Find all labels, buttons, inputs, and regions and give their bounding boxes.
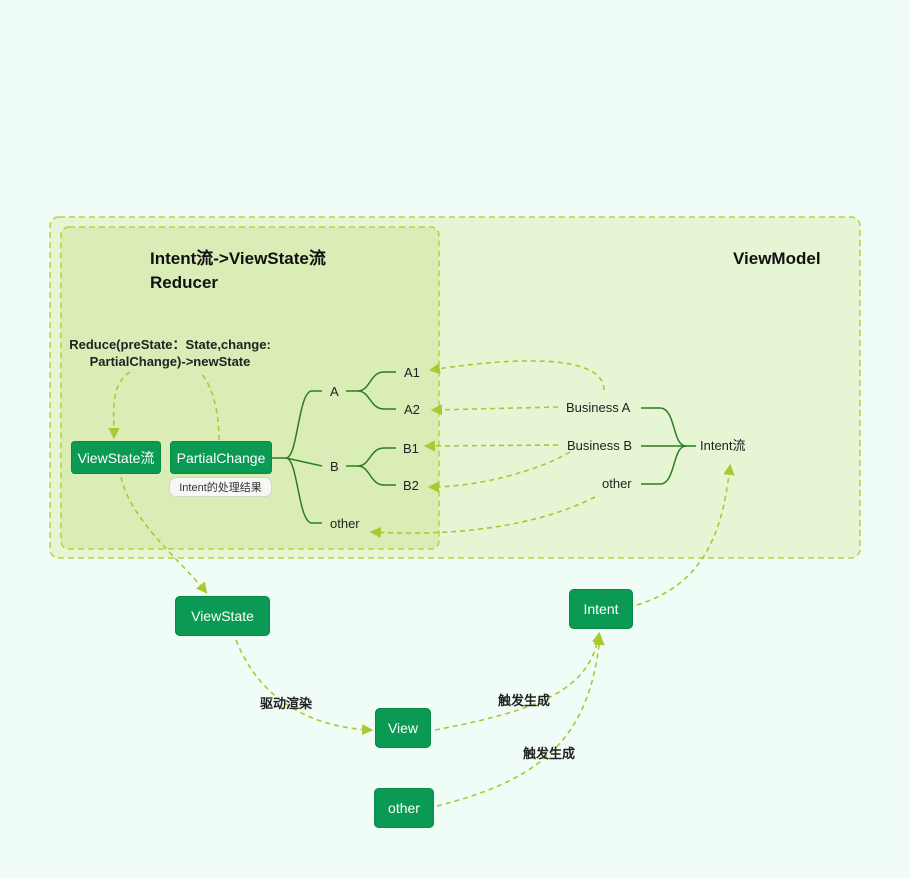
edge-label-trigger-view: 触发生成 [498,693,551,708]
arrow-business-a-to-a1 [428,360,605,391]
dashed-arrows [108,360,735,807]
reduce-signature-line1: Reduce(preState：State,change: [69,337,271,352]
branch-a1: A1 [404,365,420,380]
branch-b1: B1 [403,441,419,456]
viewmodel-title: ViewModel [733,249,821,268]
arrow-business-b-to-b2 [427,451,571,493]
arrow-view-to-intent [434,631,604,731]
business-other: other [602,476,632,491]
arrow-business-a-to-a2 [430,404,559,416]
arrow-other-to-intent [436,633,605,807]
intent-node[interactable]: Intent [569,589,633,629]
other-node[interactable]: other [374,788,434,828]
view-node[interactable]: View [375,708,431,748]
reducer-subtitle: Reducer [150,273,219,292]
branch-b: B [330,459,339,474]
edge-label-drive-render: 驱动渲染 [260,696,313,711]
intent-tree-lines [641,407,696,485]
edge-label-trigger-other: 触发生成 [523,746,576,761]
branch-other: other [330,516,360,531]
reducer-title: Intent流->ViewState流 [150,249,326,268]
branch-b2: B2 [403,478,419,493]
arrow-viewstate-to-view [235,639,374,736]
arrow-intent-to-intent-flow [636,463,735,606]
partial-change-tag: Intent的处理结果 [169,477,272,497]
partial-change-node[interactable]: PartialChange [170,441,272,474]
branch-a: A [330,384,339,399]
intent-flow-label: Intent流 [700,438,746,453]
arrow-business-b-to-b1 [423,440,559,452]
viewstate-flow-node[interactable]: ViewState流 [71,441,161,474]
arrow-other-to-other [369,496,596,539]
business-a: Business A [566,400,631,415]
reducer-tree-lines [272,371,396,524]
arrow-partialchange-to-reduce [199,371,220,441]
branch-a2: A2 [404,402,420,417]
business-b: Business B [567,438,633,453]
reduce-signature-line2: PartialChange)->newState [89,354,251,369]
arrow-viewstate-flow-to-viewstate [120,476,208,594]
viewstate-node[interactable]: ViewState [175,596,270,636]
